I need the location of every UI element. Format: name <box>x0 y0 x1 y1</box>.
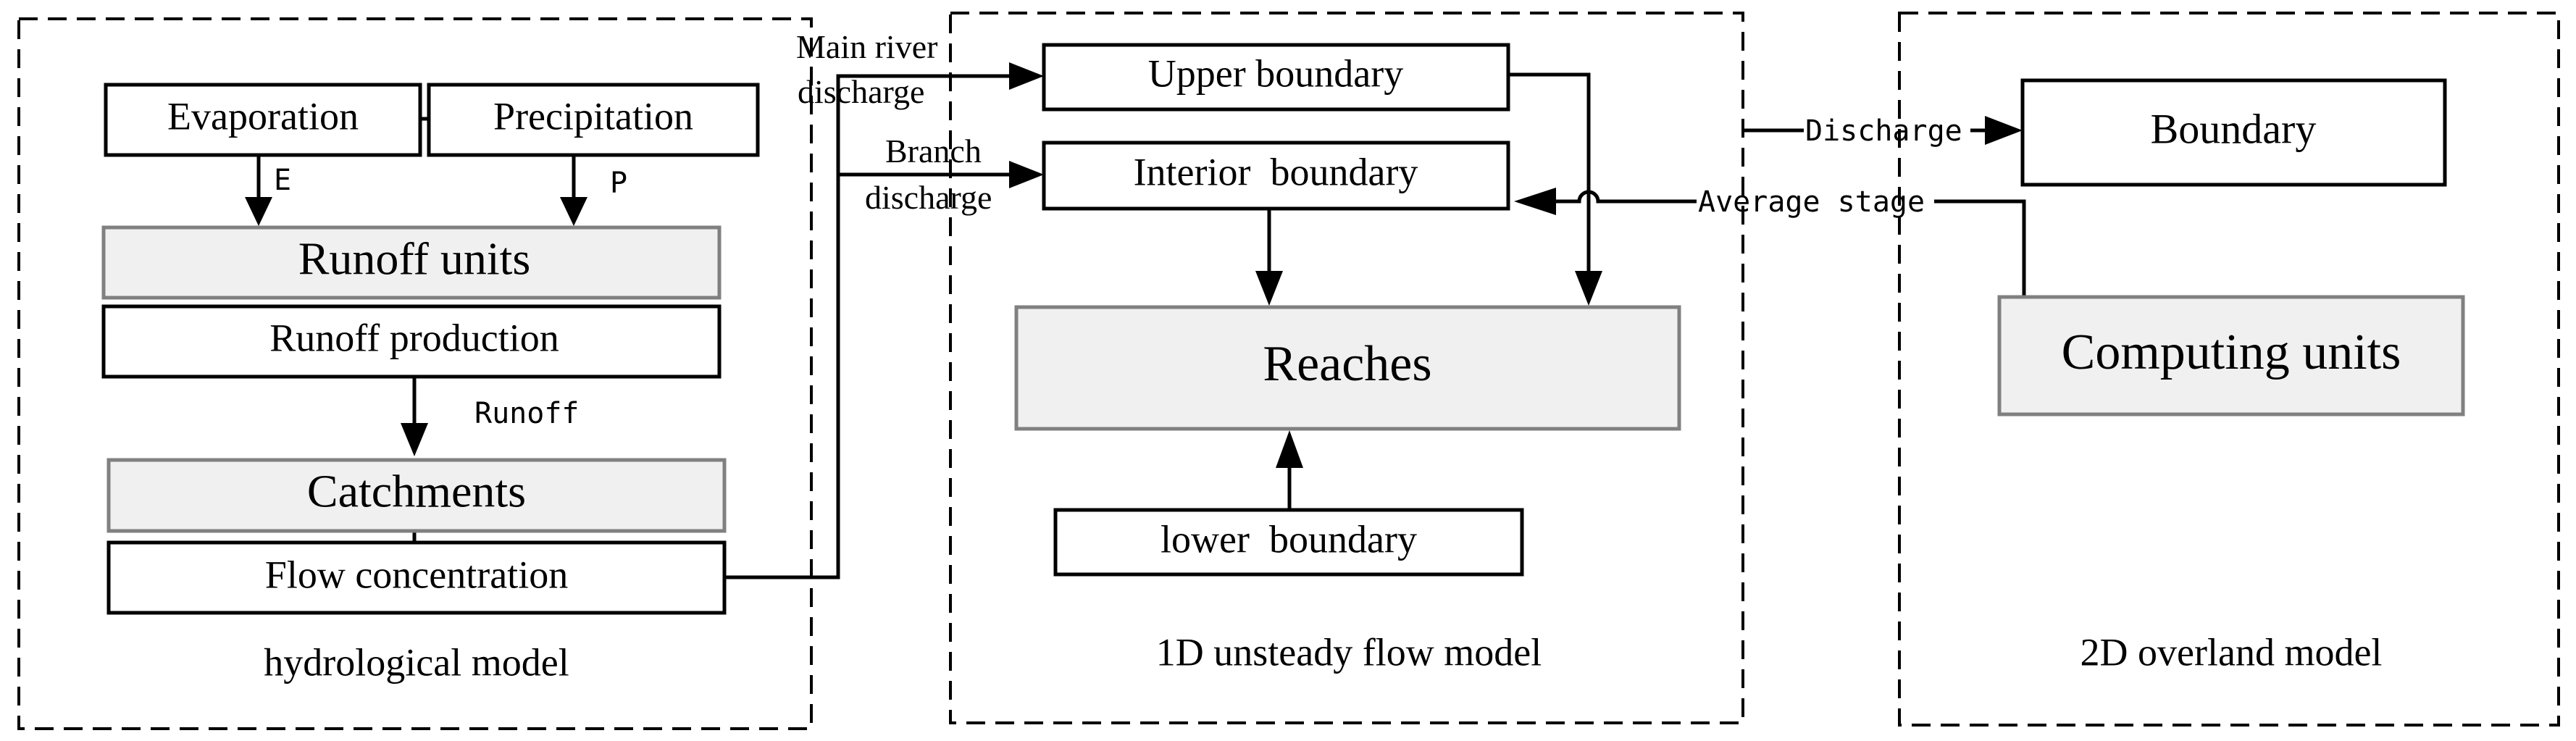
overland-model-caption: 2D overland model <box>2081 630 2383 674</box>
discharge-arrow-head <box>1985 116 2023 145</box>
runoff-units-label: Runoff units <box>298 233 531 285</box>
evaporation-label: Evaporation <box>167 94 359 138</box>
average-stage-label: Average stage <box>1698 185 1925 219</box>
interior-boundary-label: Interior boundary <box>1134 150 1418 193</box>
flow-concentration-box <box>106 540 727 615</box>
unsteady-flow-model-caption: 1D unsteady flow model <box>1156 630 1542 674</box>
runoff-label: Runoff <box>474 397 580 430</box>
catchments-label: Catchments <box>307 466 526 517</box>
main-river-arrow-head <box>1009 62 1044 90</box>
precipitation-box <box>427 83 760 157</box>
upper-boundary-box <box>1042 43 1510 112</box>
discharge-label: Discharge <box>1805 114 1962 148</box>
average-stage-arrow-head <box>1514 188 1556 215</box>
runoff-units-box <box>101 225 722 300</box>
e-label: E <box>274 164 291 197</box>
overland-model-frame <box>1898 12 2560 727</box>
computing-units-box <box>1997 295 2465 416</box>
computing-units-label: Computing units <box>2062 325 2401 380</box>
connectors <box>256 72 2026 579</box>
flow-concentration-label: Flow concentration <box>265 553 568 596</box>
runoff-arrow-head <box>401 423 428 456</box>
upper-to-reaches-arrow-head <box>1575 271 1602 306</box>
main-river-label-line1: Main river <box>796 28 937 65</box>
boundary-2d-box <box>2020 78 2447 187</box>
branch-label-line1: Branch <box>885 133 982 169</box>
e-arrow-head <box>245 197 272 226</box>
lower-boundary-box <box>1053 508 1524 577</box>
unsteady-flow-model-frame <box>949 12 1744 724</box>
hydrological-model-caption: hydrological model <box>264 640 569 684</box>
precipitation-label: Precipitation <box>493 94 693 138</box>
p-label: P <box>610 167 627 200</box>
reaches-box <box>1014 305 1681 431</box>
arrow-heads <box>245 62 2023 468</box>
interior-to-reaches-arrow-head <box>1255 271 1283 306</box>
lower-to-reaches-arrow-head <box>1276 430 1303 468</box>
main-river-label-line2: discharge <box>798 73 924 110</box>
p-arrow-head <box>560 197 587 226</box>
lower-boundary-label: lower boundary <box>1161 517 1417 561</box>
boundary-2d-label: Boundary <box>2151 105 2317 152</box>
interior-boundary-box <box>1042 141 1510 211</box>
upper-boundary-label: Upper boundary <box>1148 51 1403 95</box>
branch-label-line2: discharge <box>865 179 992 216</box>
runoff-production-label: Runoff production <box>269 316 559 359</box>
reaches-label: Reaches <box>1263 336 1431 392</box>
catchments-box <box>106 458 727 533</box>
runoff-production-box <box>101 304 722 379</box>
hydrological-model-frame <box>17 17 813 730</box>
branch-arrow-head <box>1009 161 1044 188</box>
evaporation-box <box>104 83 422 157</box>
